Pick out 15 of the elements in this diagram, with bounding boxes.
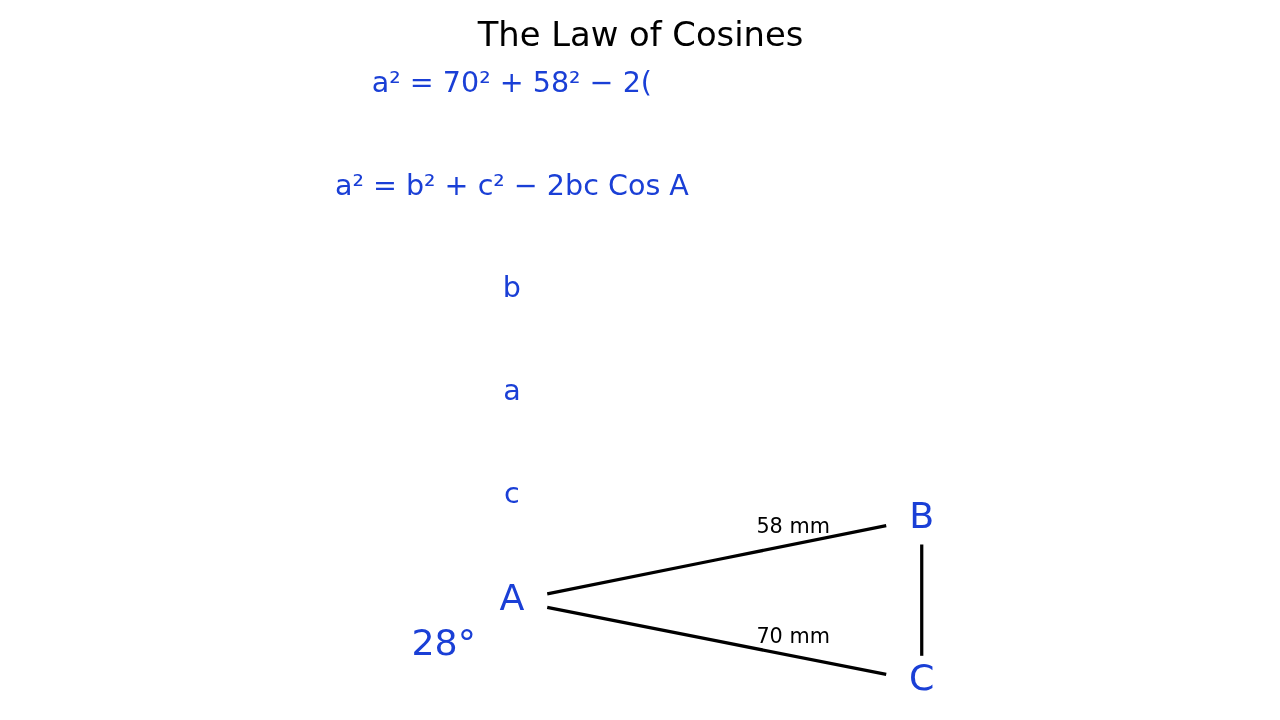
label: a² = b² + c² − 2bc Cos A xyxy=(334,167,689,202)
edge-label: 58 mm xyxy=(755,513,830,538)
node-text: C xyxy=(908,656,934,700)
node-text: B xyxy=(908,493,934,537)
node-label: 28° xyxy=(410,621,476,665)
label: b xyxy=(502,270,521,305)
edge-label: 70 mm xyxy=(755,624,830,649)
node-text: A xyxy=(498,575,524,619)
label: c xyxy=(503,475,520,510)
connector xyxy=(546,605,887,676)
label: a² = 70² + 58² − 2( xyxy=(371,65,652,100)
connector xyxy=(546,524,887,596)
diagram-title: The Law of Cosines xyxy=(477,14,803,54)
label: a xyxy=(502,373,521,408)
connector xyxy=(919,544,923,656)
